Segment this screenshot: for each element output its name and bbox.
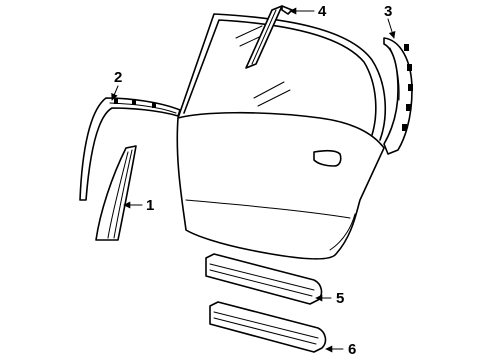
door-glass (177, 13, 387, 141)
callout-labels: 1 2 3 4 5 6 (114, 3, 392, 358)
part-2-weatherstrip (79, 97, 181, 201)
callout-1: 1 (146, 197, 154, 214)
part-5-molding (205, 253, 323, 305)
part-3-weatherstrip (383, 37, 413, 155)
leader-2 (111, 85, 119, 101)
part-6-molding (209, 301, 327, 353)
callout-3: 3 (384, 3, 392, 20)
callout-5: 5 (336, 290, 344, 307)
door-panel (176, 111, 385, 260)
callout-6: 6 (348, 341, 356, 358)
part-1-pillar-seal (95, 145, 137, 241)
part-4-channel (245, 5, 293, 69)
door-handle (313, 149, 342, 167)
callout-2: 2 (114, 69, 122, 86)
leader-lines (111, 7, 396, 353)
leader-3 (387, 18, 396, 39)
callout-4: 4 (318, 3, 327, 20)
